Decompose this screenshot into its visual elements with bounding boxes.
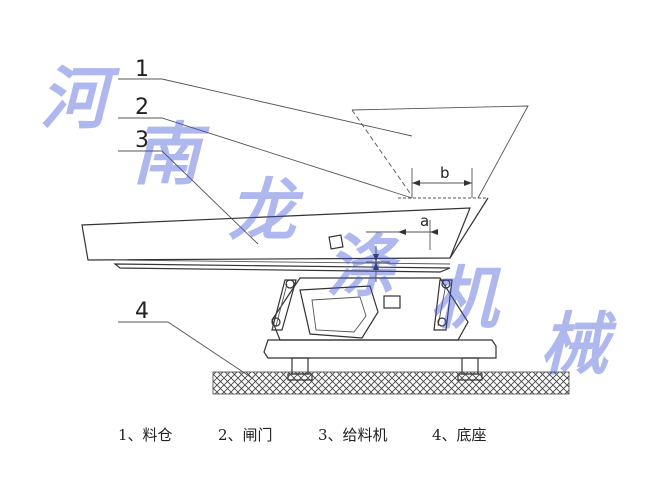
callout-2: 2: [135, 95, 149, 120]
watermark-char-2: 南: [132, 115, 210, 195]
watermark-char-3: 龙: [228, 171, 304, 251]
callout-4: 4: [135, 299, 149, 324]
watermark-char-1: 河: [40, 59, 121, 139]
hopper: [351, 105, 529, 199]
dimension-b: [411, 168, 473, 198]
legend-gate: 2、闸门: [218, 426, 273, 444]
feeder-trough: [81, 207, 471, 273]
dimension-a-label: a: [420, 212, 429, 230]
dimension-b-label: b: [440, 164, 450, 182]
callout-leaders: [118, 78, 413, 379]
base: [263, 339, 497, 381]
callout-1: 1: [135, 57, 149, 82]
gate: [449, 197, 489, 259]
callout-3: 3: [135, 128, 149, 153]
legend-feeder: 3、给料机: [318, 426, 388, 444]
watermark-char-6: 械: [540, 305, 617, 385]
watermark-char-5: 机: [430, 259, 502, 339]
legend-hopper: 1、料仓: [118, 426, 173, 444]
legend-base: 4、底座: [432, 426, 487, 444]
ground-hatch: [212, 371, 570, 395]
watermark-char-4: 涤: [326, 227, 401, 307]
dimension-a: [366, 220, 438, 282]
